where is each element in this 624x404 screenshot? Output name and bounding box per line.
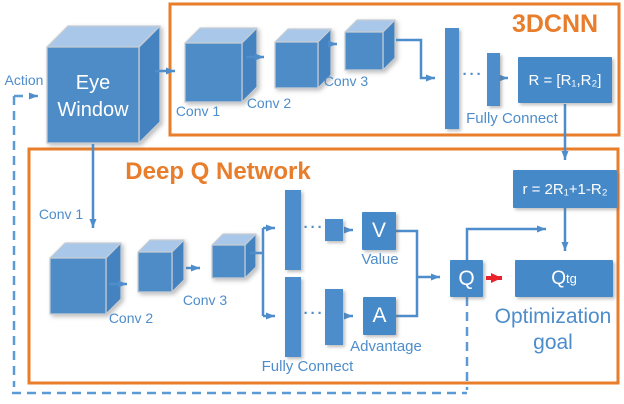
reward-box: r = 2R₁+1-R₂ bbox=[513, 170, 617, 208]
action-feedback-loop bbox=[12, 92, 469, 395]
eye-window-cube bbox=[46, 25, 161, 144]
dqn-conv-mid-cube bbox=[137, 239, 185, 293]
frame-dqn bbox=[27, 147, 620, 385]
r-output-box: R = [R₁,R₂] bbox=[518, 57, 612, 103]
q-target-sub: tg bbox=[565, 271, 577, 286]
cnn3d-conv2-label: Conv 2 bbox=[246, 95, 292, 111]
cnn3d-conv3-label: Conv 3 bbox=[323, 73, 369, 89]
dqn-dots-top: ··· bbox=[303, 219, 325, 236]
reward-text: r = 2R₁+1-R₂ bbox=[522, 180, 608, 198]
q-target-base: Q bbox=[551, 267, 566, 289]
connectors bbox=[89, 38, 569, 320]
cnn3d-conv3-cube bbox=[344, 19, 396, 71]
dqn-conv-big-cube bbox=[49, 242, 122, 315]
r-output-text: R = [R₁,R₂] bbox=[528, 71, 602, 89]
dqn-dots-bottom: ··· bbox=[303, 305, 325, 322]
q-box-text: Q bbox=[458, 266, 475, 290]
value-box: V bbox=[362, 212, 396, 250]
optimization-line2: goal bbox=[533, 331, 573, 354]
action-label: Action bbox=[4, 72, 44, 88]
advantage-box-text: A bbox=[372, 304, 387, 327]
optimization-goal-label: Optimization goal bbox=[488, 304, 618, 356]
cnn3d-fully-connect-label: Fully Connect bbox=[466, 110, 558, 127]
dqn-conv3-label: Conv 3 bbox=[182, 292, 228, 308]
arrow-q-to-target-junction bbox=[465, 225, 546, 260]
dqn-conv2-label: Conv 2 bbox=[108, 310, 154, 326]
branch-stem bbox=[250, 228, 265, 316]
cnn3d-fc-bar1 bbox=[445, 28, 459, 129]
cnn3d-dots: ··· bbox=[462, 66, 484, 83]
va-merge-bracket bbox=[396, 229, 419, 318]
dqn-fc-bar-bottom bbox=[285, 277, 301, 357]
value-box-text: V bbox=[371, 219, 386, 242]
optimization-line1: Optimization bbox=[494, 305, 612, 328]
dqn-fully-connect-label: Fully Connect bbox=[261, 358, 354, 375]
value-label: Value bbox=[361, 251, 399, 268]
arrow-conv3-to-fc bbox=[396, 38, 435, 82]
advantage-label: Advantage bbox=[350, 338, 422, 355]
q-box: Q bbox=[450, 260, 483, 297]
dqn-conv-small-cube bbox=[211, 233, 257, 279]
cnn3d-fc-bar2 bbox=[487, 53, 500, 106]
dqn-fc-bar-top bbox=[285, 190, 301, 270]
eye-window-line1: Eye bbox=[75, 72, 111, 94]
dqn-fc-bar2-bottom bbox=[325, 289, 343, 345]
title-dqn: Deep Q Network bbox=[125, 158, 311, 185]
title-3dcnn: 3DCNN bbox=[511, 10, 599, 38]
advantage-box: A bbox=[363, 297, 396, 335]
cnn3d-conv1-label: Conv 1 bbox=[175, 103, 221, 119]
cnn3d-conv2-cube bbox=[274, 28, 332, 89]
cnn3d-conv1-cube bbox=[184, 27, 258, 103]
dqn-fc-square-top bbox=[325, 219, 343, 241]
eye-window-label: Eye Window bbox=[47, 58, 139, 136]
dqn-conv1-label: Conv 1 bbox=[38, 206, 84, 222]
eye-window-line2: Window bbox=[57, 99, 129, 121]
